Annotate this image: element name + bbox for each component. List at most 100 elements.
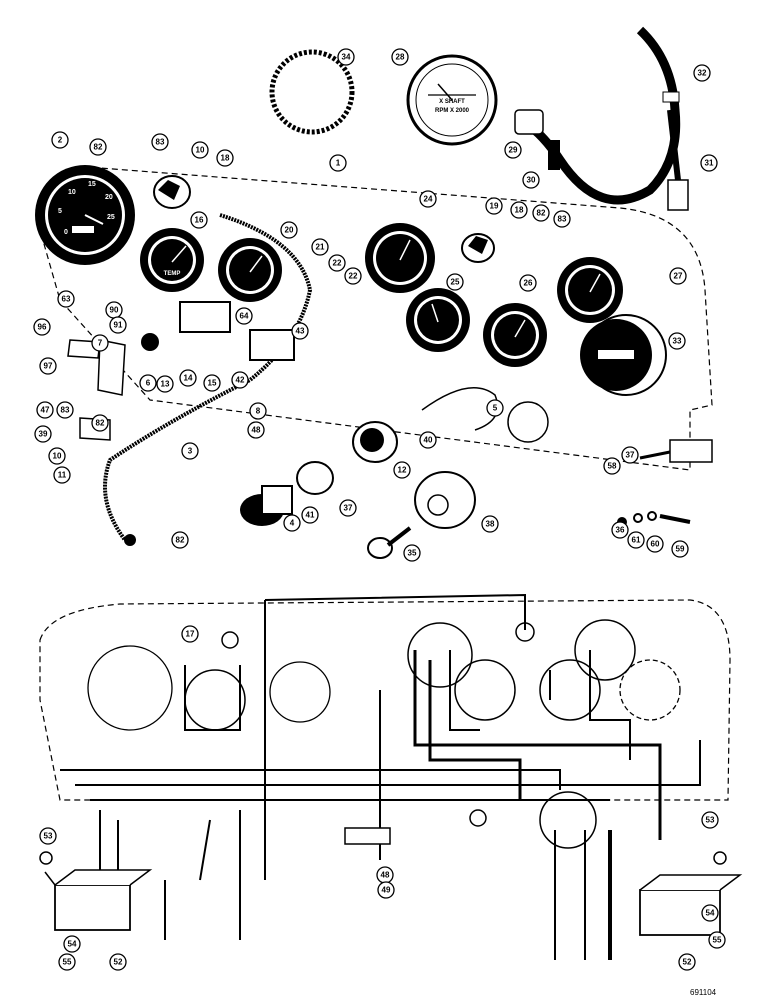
callout-bubble — [671, 540, 689, 558]
callout-number: 48 — [381, 871, 390, 880]
callout-bubble — [700, 154, 718, 172]
callout-bubble — [701, 811, 719, 829]
callout-bubble — [190, 211, 208, 229]
callout-number: 59 — [676, 545, 685, 554]
temp-gauge-label: TEMP — [164, 271, 181, 277]
callout-number: 2 — [58, 136, 63, 145]
callout-bubble — [446, 273, 464, 291]
callout-number: 58 — [608, 462, 617, 471]
callout-number: 11 — [58, 471, 67, 480]
speedometer: 0 5 10 15 20 25 — [35, 165, 135, 265]
callout-bubble — [56, 401, 74, 419]
callout-bubble — [419, 431, 437, 449]
callout-number: 29 — [509, 146, 518, 155]
callout-bubble — [139, 374, 157, 392]
callout-bubble — [328, 254, 346, 272]
callout-number: 21 — [316, 243, 325, 252]
speedometer-cable — [103, 213, 313, 546]
callout-number: 6 — [146, 379, 151, 388]
callout-number: 37 — [344, 504, 353, 513]
wiring-panel-outline — [39, 599, 731, 801]
callout-bubble — [58, 953, 76, 971]
callout-bubble — [337, 48, 355, 66]
callout-bubble — [519, 274, 537, 292]
pressure-gauge — [557, 257, 623, 323]
callout-bubble — [481, 515, 499, 533]
callout-bubble — [179, 369, 197, 387]
callout-number: 48 — [252, 426, 261, 435]
callout-bubble — [522, 171, 540, 189]
callout-bubble — [391, 48, 409, 66]
callout-number: 4 — [290, 519, 295, 528]
temp-gauge: TEMP — [140, 228, 204, 292]
callout-bubble — [678, 953, 696, 971]
callout-bubble — [510, 201, 528, 219]
callout-bubble — [603, 457, 621, 475]
callout-number: 52 — [683, 958, 692, 967]
callout-bubble — [235, 307, 253, 325]
callout-bubble — [39, 827, 57, 845]
callout-number: 25 — [451, 278, 460, 287]
callout-bubble — [280, 221, 298, 239]
callout-bubble — [553, 210, 571, 228]
callout-number: 28 — [396, 53, 405, 62]
callout-number: 41 — [306, 511, 315, 520]
callout-bubble — [611, 521, 629, 539]
drawing-number: 691104 — [690, 988, 717, 997]
callout-bubble — [701, 904, 719, 922]
callout-number: 82 — [176, 536, 185, 545]
callout-number: 17 — [186, 630, 195, 639]
callout-number: 20 — [285, 226, 294, 235]
callout-number: 8 — [256, 407, 261, 416]
callout-number: 52 — [114, 958, 123, 967]
callout-bubble — [57, 290, 75, 308]
tach-face-label-2: RPM X 2000 — [435, 108, 470, 114]
callout-number: 19 — [490, 202, 499, 211]
callout-number: 91 — [114, 321, 123, 330]
ignition-wire — [421, 387, 549, 443]
callout-bubble — [36, 401, 54, 419]
speedo-mark: 25 — [107, 214, 115, 221]
callout-number: 15 — [208, 379, 217, 388]
light-switch-2 — [461, 233, 495, 263]
callout-number: 7 — [98, 339, 103, 348]
callout-number: 97 — [44, 362, 53, 371]
tach-face-label-1: X SHAFT — [439, 99, 465, 105]
callout-bubble — [216, 149, 234, 167]
callout-number: 43 — [296, 327, 305, 336]
callout-bubble — [301, 506, 319, 524]
callout-number: 55 — [713, 936, 722, 945]
callout-bubble — [249, 402, 267, 420]
speedo-mark: 5 — [58, 208, 62, 215]
callout-number: 90 — [110, 306, 119, 315]
callout-number: 34 — [342, 53, 351, 62]
voltmeter-gauge — [406, 288, 470, 352]
callout-bubble — [669, 267, 687, 285]
callout-number: 18 — [221, 154, 230, 163]
callout-bubble — [247, 421, 265, 439]
flasher-unit — [249, 329, 295, 361]
callout-number: 18 — [515, 206, 524, 215]
callout-number: 83 — [61, 406, 70, 415]
speedo-mark: 10 — [68, 189, 76, 196]
tachometer-dial: X SHAFT RPM X 2000 — [406, 54, 498, 146]
callout-bubble — [329, 154, 347, 172]
relay-right — [639, 851, 743, 936]
callout-bubble — [708, 931, 726, 949]
callout-bubble — [668, 332, 686, 350]
callout-number: 12 — [398, 466, 407, 475]
callout-number: 16 — [195, 216, 204, 225]
speedo-mark: 20 — [105, 194, 113, 201]
callout-number: 96 — [38, 323, 47, 332]
ammeter-gauge — [365, 223, 435, 293]
callout-bubble — [203, 374, 221, 392]
callout-bubble — [191, 141, 209, 159]
callout-bubble — [151, 133, 169, 151]
callout-bubble — [48, 447, 66, 465]
callout-number: 60 — [651, 540, 660, 549]
callout-number: 36 — [616, 526, 625, 535]
callout-bubble — [89, 138, 107, 156]
callout-number: 32 — [698, 69, 707, 78]
